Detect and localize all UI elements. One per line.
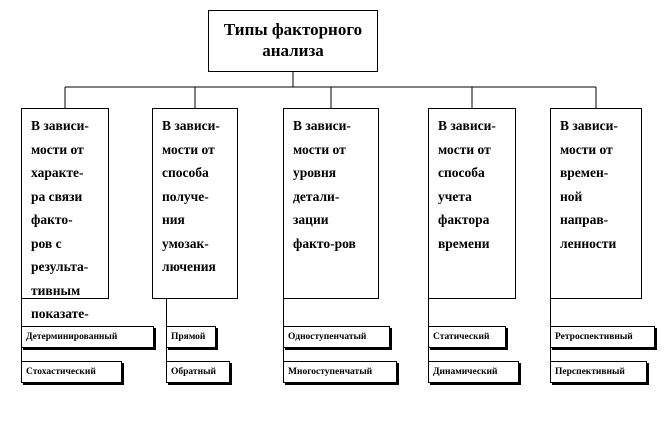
category-label: В зависи- мости от способа получе- ния у… bbox=[162, 118, 220, 274]
category-label: В зависи- мости от уровня детали- зации … bbox=[293, 118, 356, 251]
category-node-4: В зависи- мости от способа учета фактора… bbox=[428, 108, 516, 299]
leaf-node: Многоступенчатый bbox=[283, 361, 397, 383]
category-label: В зависи- мости от времен- ной направ- л… bbox=[560, 118, 618, 251]
leaf-node: Прямой bbox=[166, 326, 216, 348]
root-node: Типы факторного анализа bbox=[208, 10, 378, 72]
leaf-node: Стохастический bbox=[21, 361, 122, 383]
category-node-1: В зависи- мости от характе- ра связи фак… bbox=[21, 108, 109, 345]
leaf-node: Перспективный bbox=[550, 361, 647, 383]
root-label: Типы факторного анализа bbox=[223, 20, 363, 60]
leaf-node: Статический bbox=[428, 326, 506, 348]
leaf-node: Одноступенчатый bbox=[283, 326, 390, 348]
leaf-node: Обратный bbox=[166, 361, 230, 383]
category-node-2: В зависи- мости от способа получе- ния у… bbox=[152, 108, 238, 299]
leaf-node: Динамический bbox=[428, 361, 519, 383]
category-node-3: В зависи- мости от уровня детали- зации … bbox=[283, 108, 379, 299]
category-label: В зависи- мости от способа учета фактора… bbox=[438, 118, 496, 251]
leaf-node: Детерминированный bbox=[21, 326, 154, 348]
category-node-5: В зависи- мости от времен- ной направ- л… bbox=[550, 108, 642, 299]
leaf-node: Ретроспективный bbox=[550, 326, 655, 348]
category-label: В зависи- мости от характе- ра связи фак… bbox=[31, 118, 89, 345]
